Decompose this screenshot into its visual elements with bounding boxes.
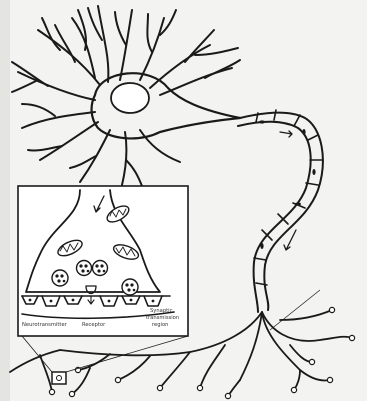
inset-label-right-2: transmission bbox=[146, 315, 179, 321]
inset-label-right-1: Synaptic bbox=[150, 308, 173, 314]
axon bbox=[238, 110, 323, 312]
myelin-segments bbox=[254, 110, 322, 285]
pointer-line bbox=[270, 290, 320, 330]
magnified-region-marker bbox=[52, 372, 66, 384]
inset-label-neurotransmitter: Neurotransmitter bbox=[22, 322, 68, 328]
paper-edge bbox=[0, 0, 10, 401]
nucleus bbox=[111, 83, 149, 113]
synapse-inset: Neurotransmitter Receptor Synaptic trans… bbox=[18, 186, 188, 336]
signal-direction-arrow-1 bbox=[280, 131, 292, 137]
inset-label-receptor: Receptor bbox=[82, 322, 106, 328]
inset-label-right-3: region bbox=[152, 322, 168, 328]
